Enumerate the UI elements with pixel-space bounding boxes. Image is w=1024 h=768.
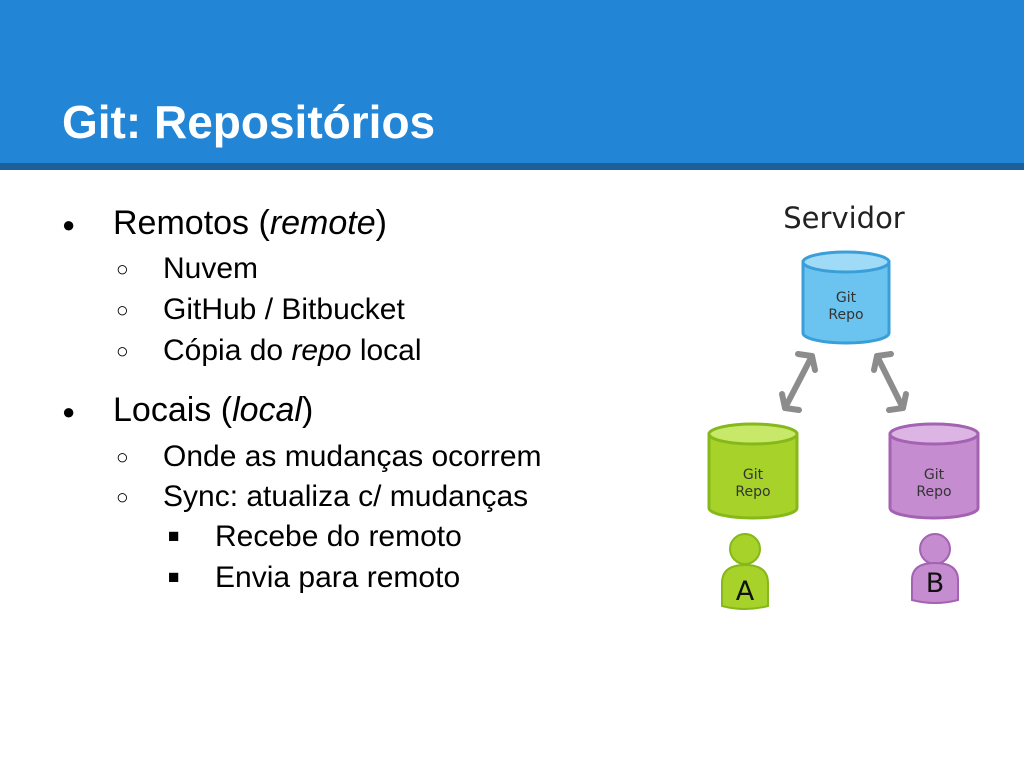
- user-a-label: A: [736, 576, 755, 607]
- bullet-text: Locais (local): [113, 391, 314, 429]
- server-label: Servidor: [783, 201, 905, 235]
- bullet-text: Remotos (remote): [113, 204, 387, 242]
- bullet-text: Cópia do repo local: [163, 334, 422, 367]
- bullet-circle-icon: ○: [116, 340, 129, 363]
- bullet-circle-icon: ○: [116, 299, 129, 322]
- sync-arrow-right-icon: [871, 351, 909, 413]
- user-b-person-icon: B: [911, 533, 959, 604]
- server-repo-label-line2: Repo: [828, 307, 863, 323]
- bullet-circle-icon: ○: [116, 446, 129, 469]
- server-repo-label-line1: Git: [836, 290, 857, 306]
- slide-title: Git: Repositórios: [62, 96, 436, 148]
- bullet-circle-icon: ○: [116, 258, 129, 281]
- repo-b-cylinder-icon: Git Repo: [888, 422, 980, 520]
- sync-arrow-left-icon: [779, 351, 818, 413]
- bullet-square-icon: ■: [168, 567, 180, 588]
- bullet-text: Sync: atualiza c/ mudanças: [163, 480, 529, 513]
- user-a-person-icon: A: [721, 533, 769, 610]
- bullet-text: Recebe do remoto: [215, 520, 462, 553]
- bullet-text: Envia para remoto: [215, 561, 461, 594]
- bullet-circle-icon: ○: [116, 486, 129, 509]
- git-repositories-diagram: Servidor Git Repo Git Repo Git Repo A: [707, 201, 980, 610]
- user-b-label: B: [926, 568, 945, 599]
- repo-a-label-line2: Repo: [735, 484, 770, 500]
- server-repo-cylinder-icon: Git Repo: [801, 250, 891, 345]
- bullet-text: GitHub / Bitbucket: [163, 293, 405, 326]
- repo-b-label-line1: Git: [924, 467, 945, 483]
- title-bar: Git: Repositórios: [0, 0, 1024, 170]
- repo-a-cylinder-icon: Git Repo: [707, 422, 799, 520]
- bullet-dot-icon: ●: [62, 212, 76, 237]
- bullet-square-icon: ■: [168, 526, 180, 547]
- repo-b-label-line2: Repo: [916, 484, 951, 500]
- bullet-dot-icon: ●: [62, 399, 76, 424]
- repo-a-label-line1: Git: [743, 467, 764, 483]
- bullet-text: Onde as mudanças ocorrem: [163, 440, 542, 473]
- bullet-text: Nuvem: [163, 252, 259, 285]
